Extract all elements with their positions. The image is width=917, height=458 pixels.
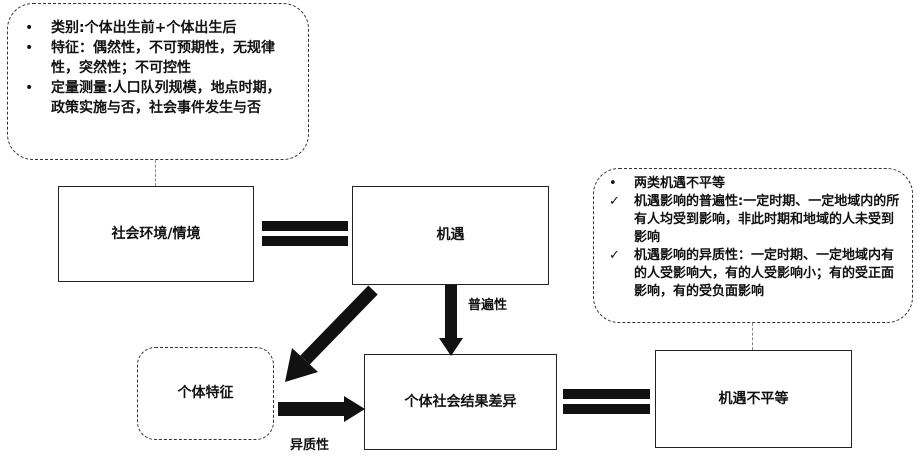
connector-line [752,323,753,350]
node-opportunity-inequality: 机遇不平等 [655,350,852,448]
arrow-down [439,285,463,356]
bullet-icon: • [25,40,34,56]
arrow-diagonal [285,285,378,382]
connector-line [155,160,156,186]
node-opportunity: 机遇 [352,186,549,285]
node-label: 机遇不平等 [718,390,789,407]
callout-item: ✓ 机遇影响的普遍性:一定时期、一定地域内的所有人均受到影响，非此时期和地域的人未… [609,193,900,247]
bullet-icon: • [25,80,34,96]
callout-chance-characteristics: • 类别:个体出生前+个体出生后 • 特征：偶然性，不可预期性，无规律性，突然性；不… [7,3,309,160]
equals-bar [262,236,348,246]
node-outcome-difference: 个体社会结果差异 [364,354,557,450]
callout-item: • 类别:个体出生前+个体出生后 [25,18,292,38]
node-individual-traits: 个体特征 [137,347,274,440]
callout-inequality-types: • 两类机遇不平等 ✓ 机遇影响的普遍性:一定时期、一定地域内的所有人均受到影响，非… [593,168,913,323]
edge-label-universality: 普遍性 [468,298,508,313]
callout-item: • 定量测量:人口队列规模，地点时期，政策实施与否，社会事件发生与否 [25,78,292,118]
node-social-environment: 社会环境/情境 [58,186,254,282]
equals-bar [262,221,348,231]
callout-item-text: 特征：偶然性，不可预期性，无规律性，突然性；不可控性 [51,40,275,76]
callout-item-text: 两类机遇不平等 [634,176,726,191]
arrow-right [278,396,365,422]
callout-item-text: 机遇影响的普遍性:一定时期、一定地域内的所有人均受到影响，非此时期和地域的人未受… [634,194,900,245]
callout-item-text: 机遇影响的异质性：一定时期、一定地域内有的人受影响大，有的人受影响小；有的受正面… [634,248,895,299]
bullet-icon: • [25,20,34,36]
edge-label-heterogeneity: 异质性 [290,438,330,453]
callout-item: ✓ 机遇影响的异质性：一定时期、一定地域内有的人受影响大，有的人受影响小；有的受正… [609,247,900,301]
callout-item-text: 定量测量:人口队列规模，地点时期，政策实施与否，社会事件发生与否 [51,80,281,116]
node-label: 社会环境/情境 [111,225,201,242]
check-icon: ✓ [609,194,620,209]
node-label: 个体社会结果差异 [404,393,517,410]
check-icon: ✓ [609,248,620,263]
equals-bar [563,389,650,399]
equals-bar [563,404,650,414]
callout-item: • 两类机遇不平等 [609,175,900,193]
node-label: 个体特征 [177,385,234,401]
callout-item-text: 类别:个体出生前+个体出生后 [51,20,237,36]
node-label: 机遇 [436,227,465,243]
callout-item: • 特征：偶然性，不可预期性，无规律性，突然性；不可控性 [25,38,292,78]
bullet-icon: • [609,176,617,191]
